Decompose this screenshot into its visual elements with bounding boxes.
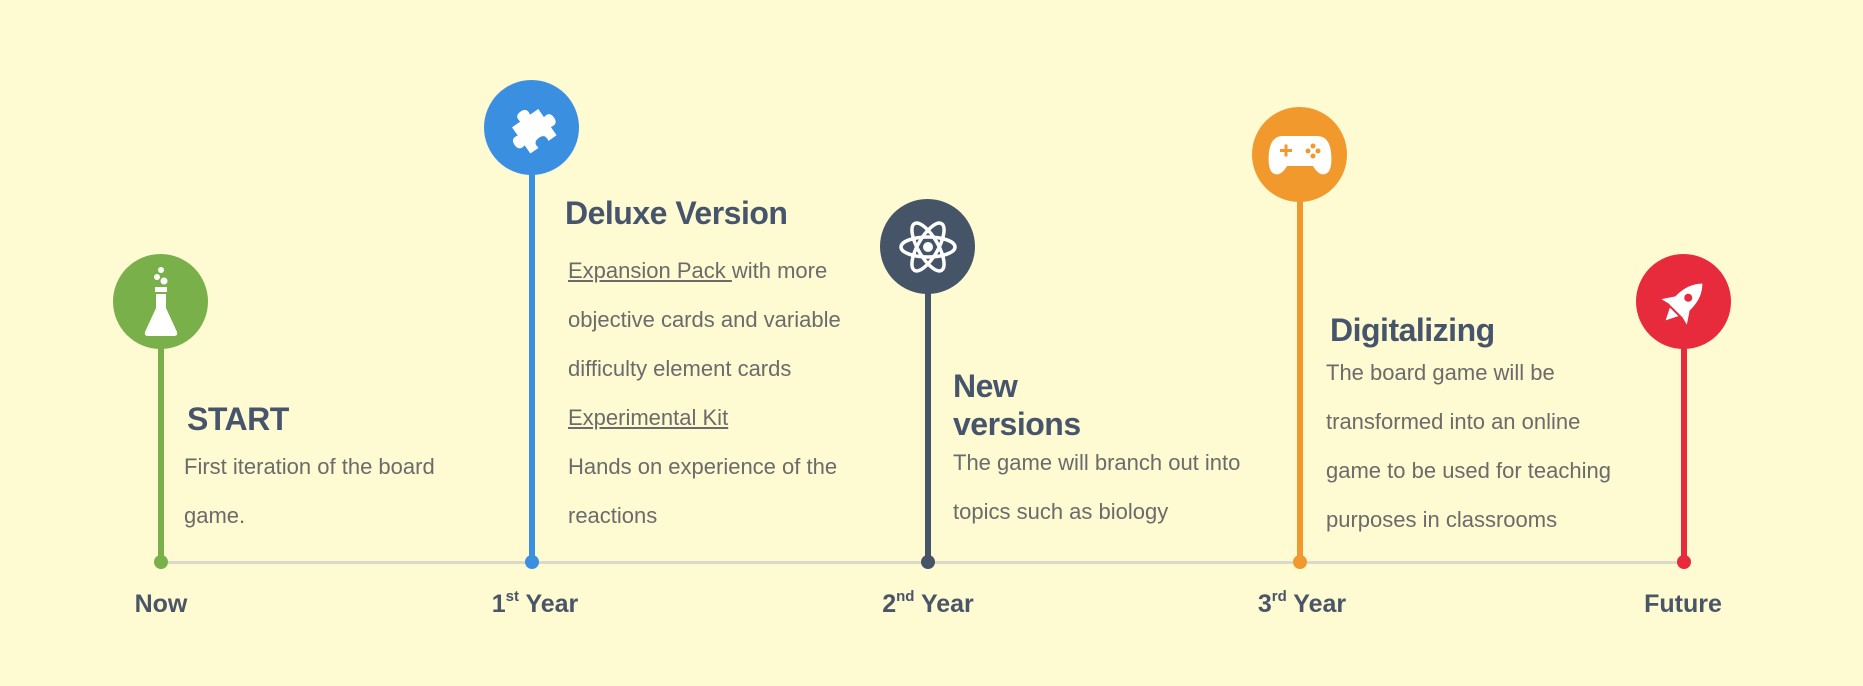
axis-label-year2: 2nd Year	[882, 588, 974, 619]
stem-year2	[925, 270, 931, 562]
milestone-body-start: First iteration of the board game.	[184, 454, 435, 528]
milestone-body-deluxe: Expansion Pack with more objective cards…	[568, 246, 868, 540]
milestone-title-deluxe: Deluxe Version	[565, 195, 788, 231]
axis-label-year3-rest: Year	[1286, 590, 1347, 618]
badge-year3	[1252, 107, 1347, 202]
axis-dot-year1	[525, 555, 539, 569]
experimental-kit-link[interactable]: Experimental Kit	[568, 405, 729, 430]
axis-label-year1-num: 1	[491, 590, 506, 618]
axis-dot-future	[1677, 555, 1691, 569]
milestone-title-digitalizing: Digitalizing	[1330, 312, 1495, 348]
axis-label-year1-rest: Year	[518, 590, 579, 618]
axis-label-year2-rest: Year	[914, 590, 974, 618]
badge-now	[113, 254, 208, 349]
stem-year1	[529, 150, 535, 562]
axis-label-year3-sup: rd	[1271, 588, 1287, 605]
badge-year2	[880, 199, 975, 294]
axis-dot-year2	[921, 555, 935, 569]
axis-label-now: Now	[134, 590, 188, 618]
puzzle-icon	[502, 98, 562, 158]
badge-year1	[484, 80, 579, 175]
axis-label-year3: 3rd Year	[1257, 588, 1347, 619]
axis-dot-now	[154, 555, 168, 569]
experimental-kit-text: Hands on experience of the reactions	[568, 454, 838, 528]
flask-icon	[131, 264, 191, 340]
milestone-body-digitalizing: The board game will be transformed into …	[1326, 360, 1611, 532]
axis-label-year1: 1st Year	[491, 588, 579, 619]
atom-icon	[896, 215, 960, 279]
axis-label-year2-sup: nd	[896, 588, 915, 605]
expansion-pack-text: with more objective cards and variable d…	[568, 258, 841, 381]
stem-now	[158, 330, 164, 562]
gamepad-icon	[1267, 132, 1333, 178]
title-new-line2: versions	[953, 406, 1081, 442]
stem-future	[1681, 330, 1687, 562]
stem-year3	[1297, 180, 1303, 562]
axis-dot-year3	[1293, 555, 1307, 569]
milestone-body-new-versions: The game will branch out into topics suc…	[953, 450, 1241, 524]
milestone-title-new-versions: New versions	[953, 367, 1081, 443]
axis-label-year3-num: 3	[1257, 590, 1272, 618]
rocket-icon	[1654, 272, 1714, 332]
axis-label-year2-num: 2	[882, 590, 897, 618]
axis-label-year1-sup: st	[505, 588, 519, 605]
expansion-pack-link[interactable]: Expansion Pack	[568, 258, 732, 283]
milestone-title-start: START	[187, 401, 289, 437]
badge-future	[1636, 254, 1731, 349]
axis-label-future: Future	[1644, 590, 1722, 618]
title-new-line1: New	[953, 368, 1018, 404]
